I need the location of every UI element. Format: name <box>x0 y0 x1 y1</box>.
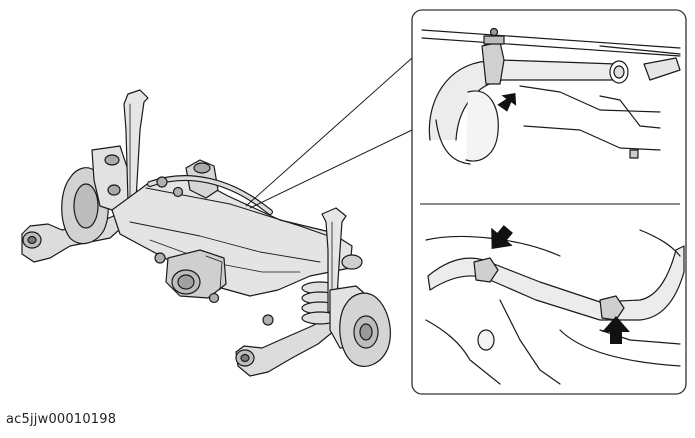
stabilizer-bar-detail <box>428 59 625 141</box>
bushing-clip <box>481 41 505 85</box>
figure-id: ac5jjw00010198 <box>6 412 117 427</box>
mount-bolts <box>154 176 274 326</box>
detail-callout <box>411 9 687 395</box>
rear-suspension-assembly <box>21 89 391 377</box>
callout-leader-lines <box>245 57 413 209</box>
subframe <box>111 175 353 297</box>
clip-left <box>473 257 499 283</box>
right-shock-absorber <box>321 207 347 313</box>
clip-right <box>599 295 625 321</box>
arrow-icon-bottom-right <box>602 316 630 344</box>
arrow-icon-top <box>497 92 517 112</box>
arrow-icon-bottom-left <box>491 225 513 249</box>
left-shock-absorber <box>123 89 149 203</box>
detail-bottom <box>425 229 685 385</box>
detail-top <box>421 27 681 165</box>
right-lower-arm <box>235 315 341 377</box>
